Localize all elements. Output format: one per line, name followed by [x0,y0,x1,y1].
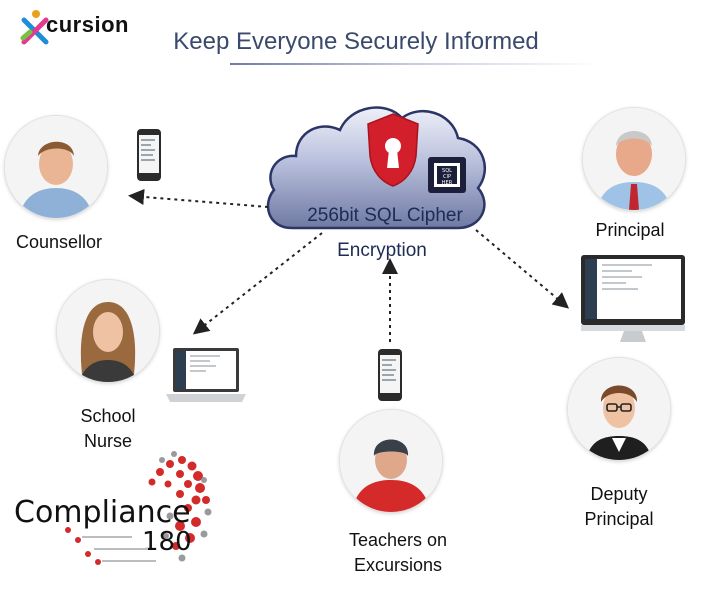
counsellor-avatar [5,116,107,218]
cloud-label-cipher: 256bit SQL Cipher [307,205,463,226]
role-deputy-principal: Deputy Principal [560,482,678,532]
role-school-nurse-line2: Nurse [83,431,132,451]
phone-icon [137,129,161,181]
arrow-to-counsellor [128,188,269,208]
role-school-nurse: School Nurse [56,404,160,454]
compliance-180-logo: Compliance 180 [14,451,212,565]
role-teachers-line1: Teachers on [348,530,448,550]
svg-text:CIP: CIP [443,174,451,180]
school-nurse-avatar [57,280,159,382]
title-underline [230,63,600,65]
page-title: Keep Everyone Securely Informed [173,28,539,55]
logo-text: cursion [46,12,129,37]
laptop-icon [166,348,246,402]
cloud-label-encryption: Encryption [337,240,427,261]
teacher-phone-icon [378,349,402,401]
role-counsellor: Counsellor [15,232,103,252]
role-teachers: Teachers on Excursions [320,528,476,578]
teacher-avatar [340,410,442,512]
arrow-to-principal [475,229,570,309]
sqlcipher-badge-icon: SQL CIP HER [428,157,466,193]
desktop-monitor-icon [581,255,685,342]
shield-lock-icon [367,113,419,187]
compliance-number: 180 [142,527,192,557]
xcursion-logo [20,10,49,45]
svg-text:SQL: SQL [442,168,452,174]
role-school-nurse-line1: School [80,406,136,426]
deputy-principal-avatar [568,358,670,460]
svg-text:HER: HER [442,180,453,186]
arrow-to-nurse [192,232,323,335]
role-teachers-line2: Excursions [353,555,443,575]
role-principal: Principal [595,220,665,240]
principal-avatar [583,108,685,210]
role-deputy-line1: Deputy [590,484,648,504]
compliance-word: Compliance [14,495,191,530]
role-deputy-line2: Principal [584,509,654,529]
